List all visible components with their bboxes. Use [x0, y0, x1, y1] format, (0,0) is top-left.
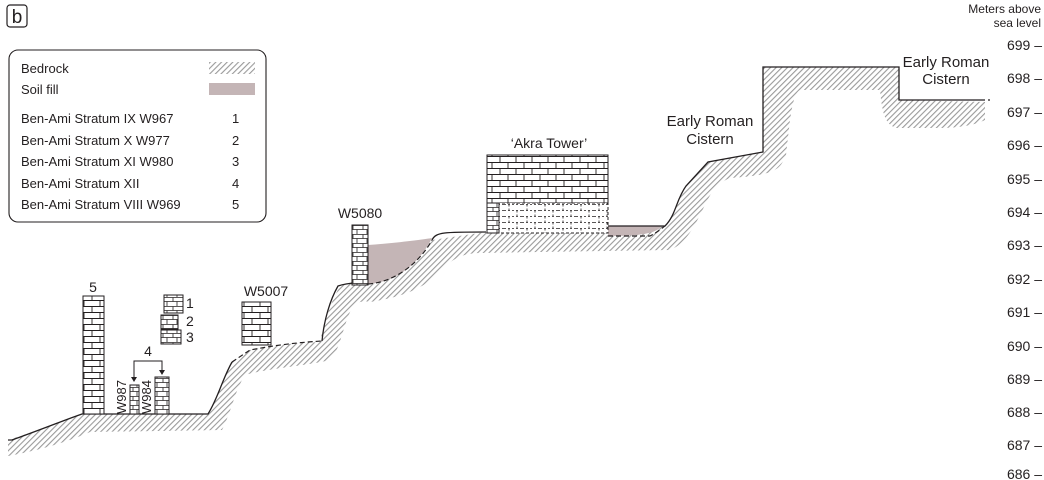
axis-tick: 692 – [1007, 271, 1042, 287]
ground-surface-dashed-1 [231, 340, 323, 363]
cistern-top-label-2: Cistern [922, 71, 970, 88]
wall-3-w980 [160, 329, 182, 345]
ground-surface-dashed-2 [367, 239, 433, 285]
axis-tick: 686 – [1007, 466, 1042, 480]
axis-tick: 696 – [1007, 137, 1042, 153]
axis-tick: 698 – [1007, 70, 1042, 86]
ground-surface-dashed-3 [608, 225, 666, 237]
soil-fill-tower [608, 226, 662, 236]
legend-entry-number: 4 [232, 176, 239, 191]
legend-entry-number: 1 [232, 111, 239, 126]
axis-tick: 699 – [1007, 37, 1042, 53]
wall-3-number: 3 [186, 329, 194, 345]
legend-entry-label: Ben-Ami Stratum VIII W969 [21, 197, 181, 212]
axis-title-2: sea level [994, 16, 1041, 30]
ground-surface-3 [431, 231, 487, 241]
axis-title-1: Meters above [968, 2, 1041, 16]
w984-label: W984 [139, 380, 154, 414]
panel-label: b [6, 4, 28, 28]
axis-tick: 695 – [1007, 171, 1042, 187]
legend-entry-number: 5 [232, 197, 239, 212]
stratum-4-bracket [133, 360, 163, 377]
cistern-top-label-1: Early Roman [903, 54, 990, 71]
wall-w5007 [241, 301, 272, 346]
axis-tick: 697 – [1007, 104, 1042, 120]
legend-entry-number: 3 [232, 154, 239, 169]
wall-2-w977 [160, 314, 179, 330]
axis-tick: 694 – [1007, 204, 1042, 220]
wall-w984 [154, 376, 170, 415]
legend-entry-label: Ben-Ami Stratum IX W967 [21, 111, 173, 126]
legend-entry-number: 2 [232, 133, 239, 148]
legend-entry-label: Ben-Ami Stratum XII [21, 176, 139, 191]
stratum-4-number: 4 [144, 343, 152, 359]
legend-bedrock-swatch [209, 62, 255, 74]
legend: Bedrock Soil fill Ben-Ami Stratum IX W96… [8, 49, 267, 223]
axis-tick: 688 – [1007, 404, 1042, 420]
legend-entry-label: Ben-Ami Stratum XI W980 [21, 154, 173, 169]
akra-tower-label: ‘Akra Tower’ [511, 135, 588, 151]
ground-surface [11, 361, 233, 441]
soil-fill-w5080 [368, 238, 432, 284]
wall-5-number: 5 [89, 279, 97, 295]
wall-5-w969 [82, 295, 105, 415]
wall-w987 [129, 384, 140, 415]
wall-1-number: 1 [186, 295, 194, 311]
w5080-label: W5080 [338, 205, 383, 221]
bedrock-band [8, 67, 985, 456]
axis-tick: 687 – [1007, 437, 1042, 453]
axis-tick: 690 – [1007, 338, 1042, 354]
axis-tick: 693 – [1007, 237, 1042, 253]
cistern-mid-label-1: Early Roman [667, 113, 754, 130]
w987-label: W987 [114, 380, 129, 414]
wall-1-w967 [163, 294, 184, 314]
axis-tick: 689 – [1007, 371, 1042, 387]
svg-text:b: b [12, 7, 23, 28]
ground-surface-4 [608, 66, 980, 227]
legend-entry-label: Ben-Ami Stratum X W977 [21, 133, 170, 148]
legend-bedrock-label: Bedrock [21, 61, 69, 76]
cistern-mid-label-2: Cistern [686, 131, 734, 148]
legend-soil-swatch [209, 83, 255, 95]
elevation-axis: Meters above sea level 699 – 698 – 697 –… [968, 2, 1042, 480]
w5007-label: W5007 [244, 283, 289, 299]
akra-tower [486, 154, 609, 234]
wall-w5080 [351, 224, 369, 286]
wall-2-number: 2 [186, 313, 194, 329]
legend-soil-label: Soil fill [21, 82, 59, 97]
stratum-4-arrow-right [159, 370, 165, 375]
stratum-4-arrow-left [131, 377, 137, 382]
axis-tick: 691 – [1007, 304, 1042, 320]
